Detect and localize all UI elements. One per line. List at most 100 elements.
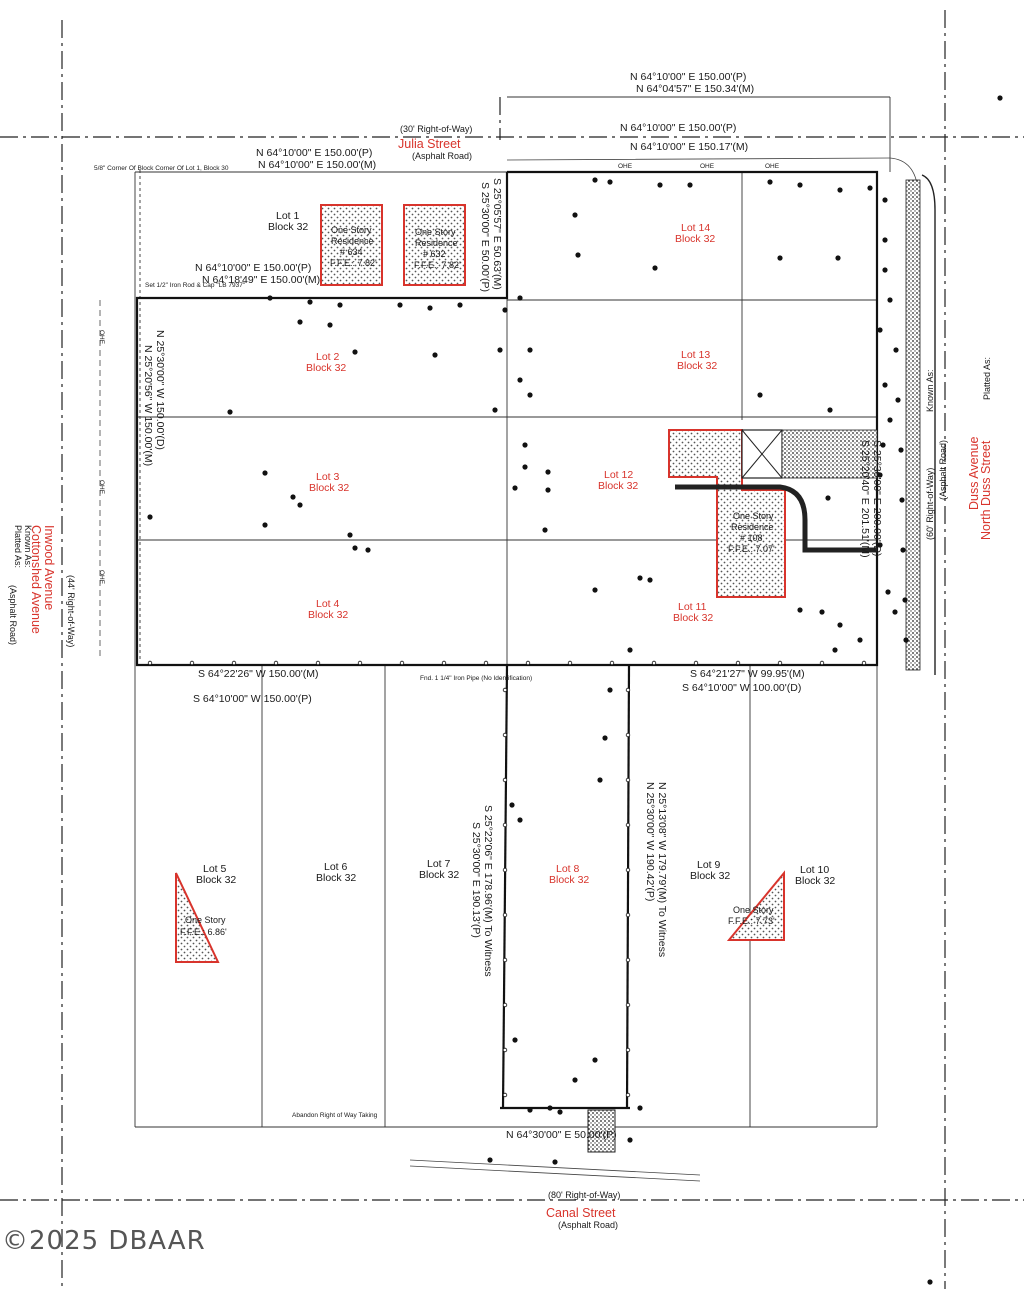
svg-text:N 64°30'00" E 50.00'(P): N 64°30'00" E 50.00'(P) — [506, 1129, 617, 1141]
tree-marker — [227, 409, 233, 415]
tree-marker — [557, 1109, 563, 1115]
tree-marker — [527, 347, 533, 353]
svg-text:Set 1/2" Iron Rod & Cap "LB 79: Set 1/2" Iron Rod & Cap "LB 7937" — [145, 282, 246, 289]
survey-point — [315, 660, 321, 666]
svg-text:Block 32: Block 32 — [308, 609, 348, 621]
tree-marker — [545, 469, 551, 475]
tree-marker — [902, 597, 908, 603]
tree-marker — [502, 307, 508, 313]
svg-text:S 25°30'00" E 50.00'(P): S 25°30'00" E 50.00'(P) — [479, 182, 491, 292]
tree-marker — [497, 347, 503, 353]
trees — [147, 95, 1003, 1285]
survey-point — [735, 660, 741, 666]
survey-point — [625, 687, 631, 693]
svg-text:One Story: One Story — [733, 511, 774, 521]
tree-marker — [572, 1077, 578, 1083]
street-lines — [0, 10, 1024, 1289]
svg-text:5/8" Corner Of Block Corner Of: 5/8" Corner Of Block Corner Of Lot 1, Bl… — [94, 165, 229, 172]
tree-marker — [607, 179, 613, 185]
survey-point — [147, 660, 153, 666]
survey-point — [189, 660, 195, 666]
inwood-avenue-labels: Known As: Inwood Avenue Platted As: Cott… — [8, 525, 76, 647]
lot-8-label: Lot 8 — [556, 863, 580, 875]
svg-text:OHE: OHE — [98, 570, 105, 585]
survey-point — [625, 867, 631, 873]
tree-marker — [527, 392, 533, 398]
svg-text:Block 32: Block 32 — [598, 480, 638, 492]
watermark: ©2025 DBAAR — [2, 1226, 206, 1256]
tree-marker — [352, 545, 358, 551]
svg-text:Block 32: Block 32 — [268, 221, 308, 233]
survey-point — [777, 660, 783, 666]
structures — [175, 204, 878, 1153]
lot-labels: Lot 1 Block 32 Lot 2 Block 32 Lot 3 Bloc… — [196, 210, 835, 887]
tree-marker — [877, 472, 883, 478]
survey-point — [502, 687, 508, 693]
svg-text:Block 32: Block 32 — [795, 875, 835, 887]
survey-point — [441, 660, 447, 666]
tree-marker — [837, 187, 843, 193]
tree-marker — [327, 322, 333, 328]
tree-marker — [427, 305, 433, 311]
svg-text:(44' Right-of-Way): (44' Right-of-Way) — [66, 575, 76, 647]
svg-text:N 64°10'00" E 150.00'(P): N 64°10'00" E 150.00'(P) — [256, 147, 372, 159]
svg-text:N 64°10'00" E 150.17'(M): N 64°10'00" E 150.17'(M) — [630, 141, 748, 153]
canal-street-surface: (Asphalt Road) — [558, 1220, 618, 1230]
tree-marker — [895, 397, 901, 403]
tree-marker — [887, 297, 893, 303]
svg-text:N 64°10'00" E 150.00'(P): N 64°10'00" E 150.00'(P) — [630, 71, 746, 83]
survey-notes: Abandon Right of Way Taking Fnd. 1 1/4" … — [94, 163, 780, 1119]
svg-text:# 108: # 108 — [740, 533, 763, 543]
tree-marker — [517, 295, 523, 301]
svg-text:S 25°30'00" E 190.13'(P): S 25°30'00" E 190.13'(P) — [470, 822, 482, 938]
tree-marker — [819, 609, 825, 615]
tree-marker — [627, 647, 633, 653]
tree-marker — [882, 382, 888, 388]
svg-text:(Asphalt Road): (Asphalt Road) — [938, 440, 948, 500]
svg-text:F.F.E.: 6.86': F.F.E.: 6.86' — [180, 927, 227, 937]
lot-12-label: Lot 12 — [604, 469, 633, 481]
stone-wall — [905, 179, 921, 671]
svg-text:One Story: One Story — [733, 905, 774, 915]
svg-text:North Duss Street: North Duss Street — [979, 440, 993, 540]
svg-text:S 25°20'40" E 201.51'(M): S 25°20'40" E 201.51'(M) — [859, 440, 871, 558]
tree-marker — [757, 392, 763, 398]
tree-marker — [832, 647, 838, 653]
tree-marker — [797, 182, 803, 188]
svg-text:N 25°30'00" W 190.42'(P): N 25°30'00" W 190.42'(P) — [644, 782, 656, 901]
survey-point — [502, 1092, 508, 1098]
survey-point — [651, 660, 657, 666]
tree-marker — [572, 212, 578, 218]
tree-marker — [592, 587, 598, 593]
survey-point — [567, 660, 573, 666]
survey-point — [502, 867, 508, 873]
svg-text:OHE: OHE — [700, 163, 715, 170]
survey-point — [357, 660, 363, 666]
svg-text:Abandon Right of Way Taking: Abandon Right of Way Taking — [292, 1112, 378, 1119]
julia-street-name: Julia Street — [398, 137, 461, 151]
tree-marker — [347, 532, 353, 538]
svg-text:Block 32: Block 32 — [673, 612, 713, 624]
tree-marker — [882, 237, 888, 243]
tree-marker — [522, 442, 528, 448]
lot-9-label: Lot 9 — [697, 859, 721, 871]
tree-marker — [835, 255, 841, 261]
svg-text:Block 32: Block 32 — [690, 870, 730, 882]
svg-text:Platted As:: Platted As: — [982, 357, 992, 400]
svg-text:Block 32: Block 32 — [419, 869, 459, 881]
lot-3-label: Lot 3 — [316, 471, 340, 483]
tree-marker — [652, 265, 658, 271]
lot-10-label: Lot 10 — [800, 864, 829, 876]
survey-point — [502, 957, 508, 963]
tree-marker — [297, 502, 303, 508]
lot-7-label: Lot 7 — [427, 858, 451, 870]
svg-text:Block 32: Block 32 — [316, 872, 356, 884]
survey-point — [625, 1047, 631, 1053]
survey-point — [625, 1002, 631, 1008]
tree-marker — [597, 777, 603, 783]
canal-street-row: (80' Right-of-Way) — [548, 1190, 620, 1200]
tree-marker — [882, 267, 888, 273]
tree-marker — [592, 1057, 598, 1063]
survey-point — [231, 660, 237, 666]
canal-street-name: Canal Street — [546, 1206, 616, 1220]
